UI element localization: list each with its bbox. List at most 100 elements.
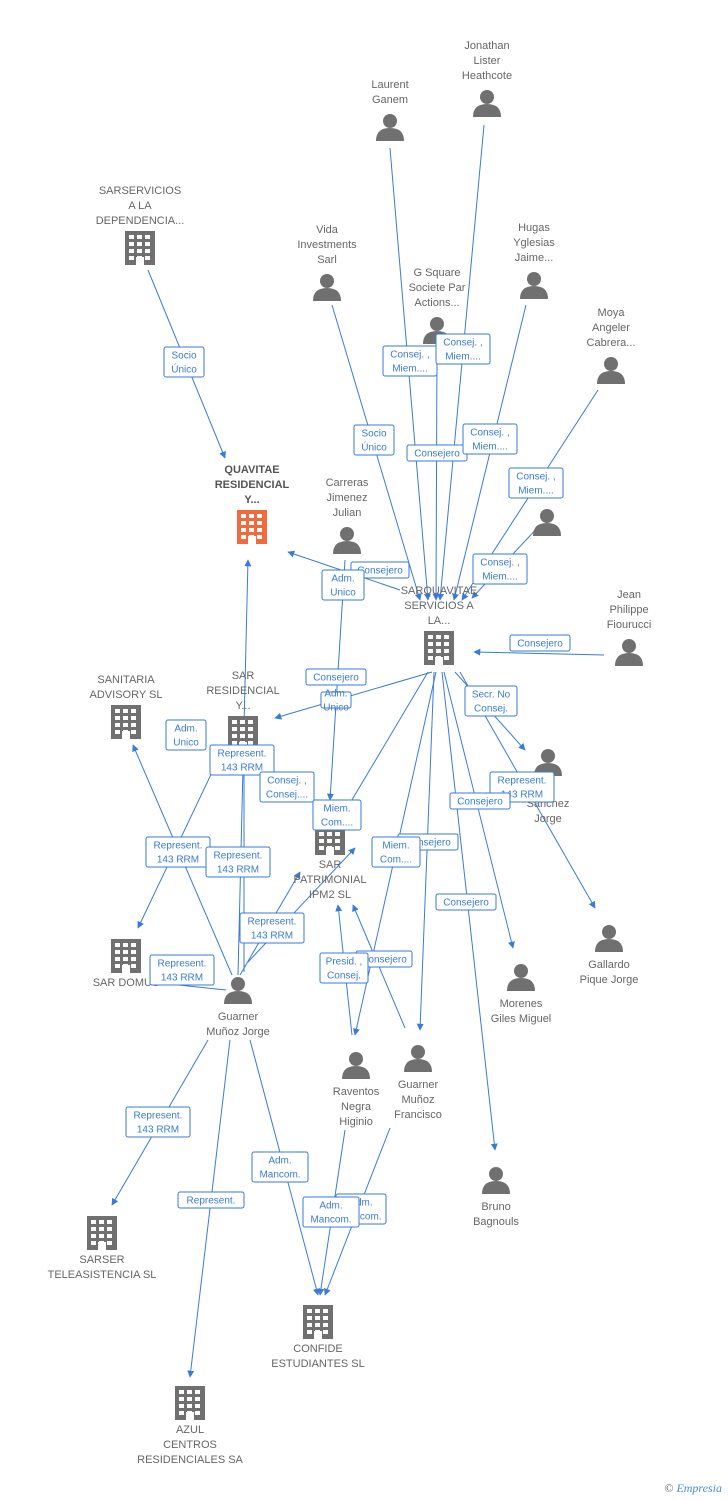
relation-label-r34[interactable]: Adm.Mancom. — [302, 1196, 360, 1228]
relation-text: Consej.... — [266, 790, 308, 801]
relation-label-r14[interactable]: Adm.Unico — [165, 719, 207, 751]
relation-label-r10[interactable]: Adm.Unico — [321, 569, 365, 601]
node-label: LA... — [428, 615, 451, 627]
node-moya[interactable]: MoyaAngelerCabrera... — [587, 307, 636, 384]
relation-label-r32[interactable]: Represent. — [177, 1191, 245, 1209]
relation-label-r24[interactable]: Miem.Com.... — [371, 836, 421, 868]
node-quavitae[interactable]: QUAVITAERESIDENCIALY... — [215, 464, 290, 544]
person-icon — [520, 272, 548, 299]
node-label: Y... — [235, 700, 250, 712]
relation-label-r11[interactable]: Consejero — [509, 634, 571, 652]
relation-label-r2[interactable]: Consej. ,Miem.... — [382, 345, 438, 377]
relation-label-r16[interactable]: Represent.143 RRM — [209, 744, 275, 776]
relation-text: Consejero — [405, 838, 451, 849]
relation-text: Consej. , — [267, 776, 306, 787]
node-label: Gallardo — [588, 959, 630, 971]
relation-label-r13[interactable]: Adm.Unico — [320, 689, 352, 714]
relation-label-r19[interactable]: Consejero — [449, 792, 511, 810]
relation-text: Represent. — [158, 959, 207, 970]
node-label: Cabrera... — [587, 337, 636, 349]
relation-label-r17[interactable]: Consej. , Consej.... — [259, 771, 315, 803]
relation-box — [449, 792, 511, 810]
building-icon — [87, 1216, 117, 1250]
relation-box — [302, 1196, 360, 1228]
relation-label-r30[interactable]: Represent.143 RRM — [125, 1106, 191, 1138]
relation-label-r8[interactable]: Consej. ,Miem.... — [472, 553, 528, 585]
relation-label-r5[interactable]: Consejero — [406, 444, 468, 462]
relation-box — [125, 1106, 191, 1138]
relation-label-r12[interactable]: Consejero — [305, 668, 367, 686]
relation-text: 143 RRM — [221, 763, 263, 774]
building-icon — [303, 1305, 333, 1339]
relation-text: Consej. , — [516, 472, 555, 483]
relation-box — [508, 467, 564, 499]
node-label: Morenes — [500, 998, 543, 1010]
node-label: G Square — [413, 267, 460, 279]
node-sar-residencial[interactable]: SARRESIDENCIALY... — [206, 670, 280, 750]
relation-box — [251, 1151, 309, 1183]
relation-text: Consejero — [517, 639, 563, 650]
node-label: Actions... — [414, 297, 459, 309]
relation-label-r7[interactable]: Consej. ,Miem.... — [508, 467, 564, 499]
relation-text: Consej. — [474, 704, 508, 715]
relation-text: Adm. — [268, 1156, 291, 1167]
person-icon — [342, 1052, 370, 1079]
relation-label-r20[interactable]: Miem.Com.... — [312, 799, 362, 831]
person-icon — [597, 357, 625, 384]
relation-label-r31[interactable]: Adm.Mancom. — [251, 1151, 309, 1183]
relation-box — [371, 836, 421, 868]
relation-label-r26[interactable]: Represent.143 RRM — [239, 912, 305, 944]
node-label: TELEASISTENCIA SL — [48, 1269, 157, 1281]
relation-label-r25[interactable]: Consejero — [435, 893, 497, 911]
relation-text: 143 RRM — [157, 855, 199, 866]
node-label: Muñoz Jorge — [206, 1026, 270, 1038]
node-hugas[interactable]: HugasYglesiasJaime... — [513, 222, 555, 299]
relation-label-r3[interactable]: Consej. ,Miem.... — [435, 333, 491, 365]
relation-label-r21[interactable]: Represent.143 RRM — [145, 836, 211, 868]
relation-text: Consejero — [457, 797, 503, 808]
relation-label-r29[interactable]: Presid. ,Consej. — [319, 952, 369, 984]
building-icon — [111, 705, 141, 739]
relation-text: Único — [171, 363, 197, 376]
person-icon — [533, 509, 561, 536]
person-icon — [404, 1045, 432, 1072]
relation-box — [464, 685, 518, 717]
brand-name: Empresia — [676, 1481, 722, 1495]
relation-label-r6[interactable]: Consej. ,Miem.... — [462, 423, 518, 455]
relation-text: Consej. , — [470, 428, 509, 439]
relation-label-r22[interactable]: Represent.143 RRM — [205, 846, 271, 878]
person-icon — [473, 90, 501, 117]
node-label: Vida — [316, 224, 339, 236]
relation-box — [462, 423, 518, 455]
relation-label-r27[interactable]: Represent.143 RRM — [149, 954, 215, 986]
relation-text: Adm. — [349, 1198, 372, 1209]
node-label: Yglesias — [513, 237, 555, 249]
relation-box — [177, 1191, 245, 1209]
relation-text: Consejero — [357, 566, 403, 577]
node-sar-domus[interactable]: SAR DOMUS — [93, 939, 160, 989]
person-icon — [595, 925, 623, 952]
